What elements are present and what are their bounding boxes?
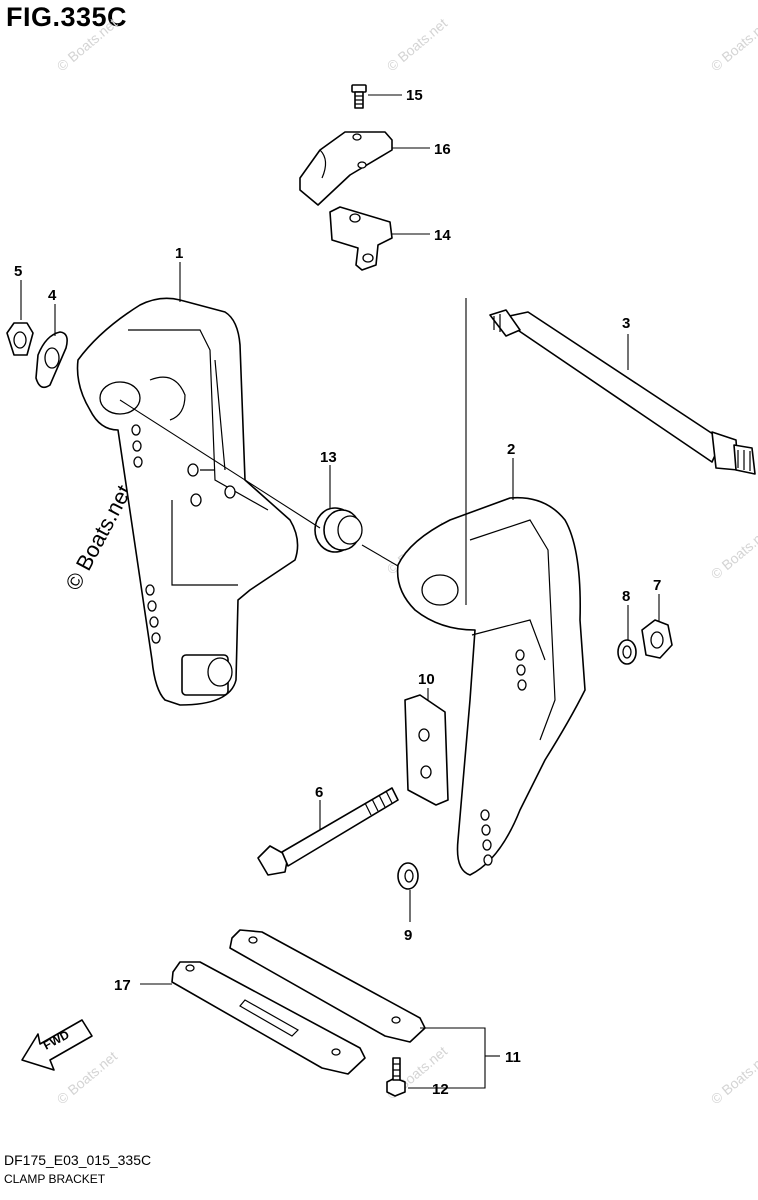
callout-16: 16 [434, 141, 451, 158]
callout-13: 13 [320, 449, 337, 466]
part-12-screw [386, 1057, 406, 1097]
callout-9: 9 [404, 927, 412, 944]
callout-8: 8 [622, 588, 630, 605]
part-9-washer [397, 862, 419, 890]
figure-name: CLAMP BRACKET [4, 1172, 106, 1186]
part-8-washer [617, 639, 637, 665]
part-3-shaft [489, 309, 756, 475]
watermark-text: © Boats.net [708, 523, 758, 582]
part-16-plate [299, 131, 393, 206]
part-10-pad [404, 694, 449, 806]
callout-7: 7 [653, 577, 661, 594]
watermark-main: © Boats.net [60, 481, 136, 595]
watermark-text: © Boats.net [54, 15, 121, 74]
part-5-nut [6, 322, 34, 356]
callout-2: 2 [507, 441, 515, 458]
figure-title: FIG.335C [6, 2, 128, 32]
part-2-clamp-bracket-right [396, 496, 586, 876]
part-13-bushing [314, 507, 363, 553]
callout-11: 11 [505, 1049, 521, 1066]
part-1-clamp-bracket-left [76, 297, 299, 706]
callout-12: 12 [432, 1081, 449, 1098]
callout-6: 6 [315, 784, 323, 801]
callout-14: 14 [434, 227, 451, 244]
watermark-text: © Boats.net [708, 15, 758, 74]
figure-code: DF175_E03_015_335C [4, 1152, 152, 1168]
part-4-washer [35, 331, 68, 389]
part-17-plate [171, 961, 366, 1075]
part-6-bolt [257, 787, 399, 876]
callout-17: 17 [114, 977, 131, 994]
callout-numbers: 15 16 14 5 4 1 3 13 2 7 8 10 6 9 17 11 1… [14, 87, 661, 1098]
adjustment-holes [480, 649, 527, 866]
callout-1: 1 [175, 245, 183, 262]
fwd-arrow: FWD [21, 1019, 93, 1071]
callout-3: 3 [622, 315, 630, 332]
callout-4: 4 [48, 287, 57, 304]
watermark-text: © Boats.net [384, 15, 451, 74]
callout-10: 10 [418, 671, 435, 688]
part-7-nut [641, 619, 673, 659]
adjustment-holes [131, 424, 236, 644]
watermark-text: © Boats.net [708, 1048, 758, 1107]
part-14-bracket [329, 206, 393, 271]
part-15-bolt [351, 84, 367, 109]
leader-lines [20, 94, 660, 1089]
callout-5: 5 [14, 263, 22, 280]
watermark-text: © Boats.net [54, 1048, 121, 1107]
callout-15: 15 [406, 87, 423, 104]
